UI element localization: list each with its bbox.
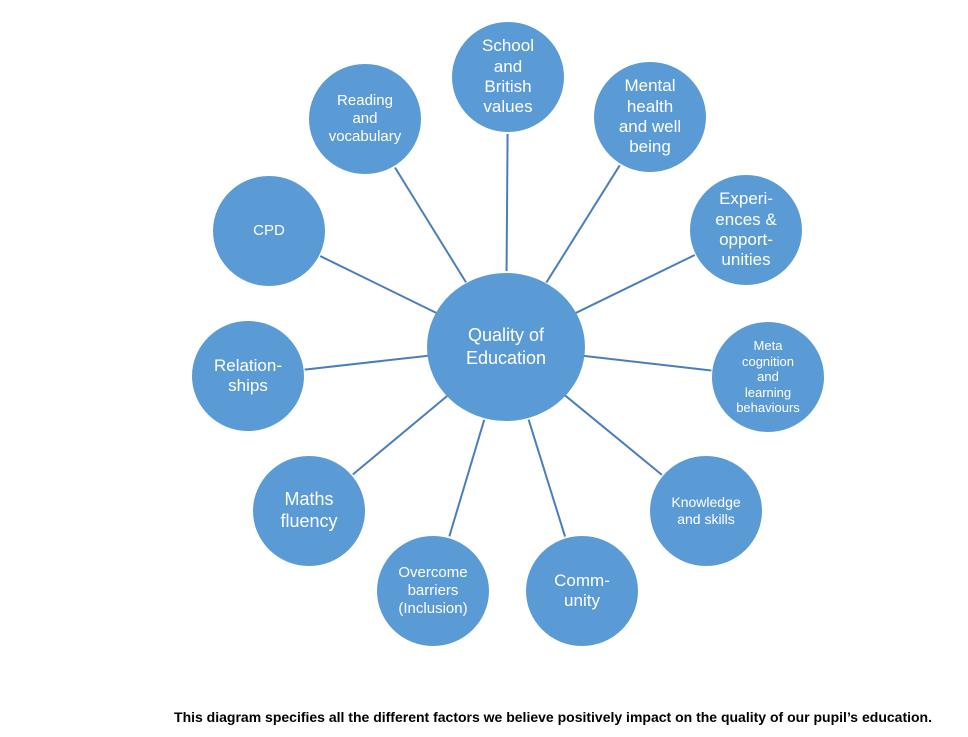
connector-line [448,419,486,537]
node-label: Mental health and well being [618,76,682,157]
center-node-quality-of-education: Quality of Education [427,273,585,421]
connector-line [564,394,663,476]
connector-line [505,133,509,272]
node-label: Reading and vocabulary [328,92,402,145]
node-label: Meta cognition and learning behaviours [736,338,800,416]
node-label: CPD [253,222,285,239]
node-label: School and British values [482,36,534,117]
node-school-and-british-values: School and British values [452,22,564,132]
node-maths-fluency: Maths fluency [253,456,365,566]
node-label: Overcome barriers (Inclusion) [398,564,468,617]
node-label: Relation- ships [213,355,283,395]
node-meta-cognition-and-learning-behaviours: Meta cognition and learning behaviours [712,322,824,432]
node-label: Comm- unity [554,570,610,610]
connector-line [319,255,439,315]
center-node-label: Quality of Education [465,324,547,368]
connector-line [581,354,712,372]
node-relationships: Relation- ships [192,321,304,431]
connector-line [352,394,449,476]
node-community: Comm- unity [526,536,638,646]
connector-line [573,254,696,315]
connector-line [304,354,431,371]
node-experiences-and-opportunities: Experi- ences & opport- unities [690,175,802,285]
node-overcome-barriers-inclusion: Overcome barriers (Inclusion) [377,536,489,646]
node-label: Maths fluency [280,489,338,531]
node-reading-and-vocabulary: Reading and vocabulary [309,64,421,174]
node-mental-health-and-well-being: Mental health and well being [594,62,706,172]
node-label: Experi- ences & opport- unities [715,189,777,270]
connector-line [394,166,467,283]
diagram-caption: This diagram specifies all the different… [174,709,932,725]
node-knowledge-and-skills: Knowledge and skills [650,456,762,566]
node-cpd: CPD [213,176,325,286]
connector-line [527,419,567,537]
connector-line [545,164,621,284]
node-label: Knowledge and skills [671,494,741,527]
